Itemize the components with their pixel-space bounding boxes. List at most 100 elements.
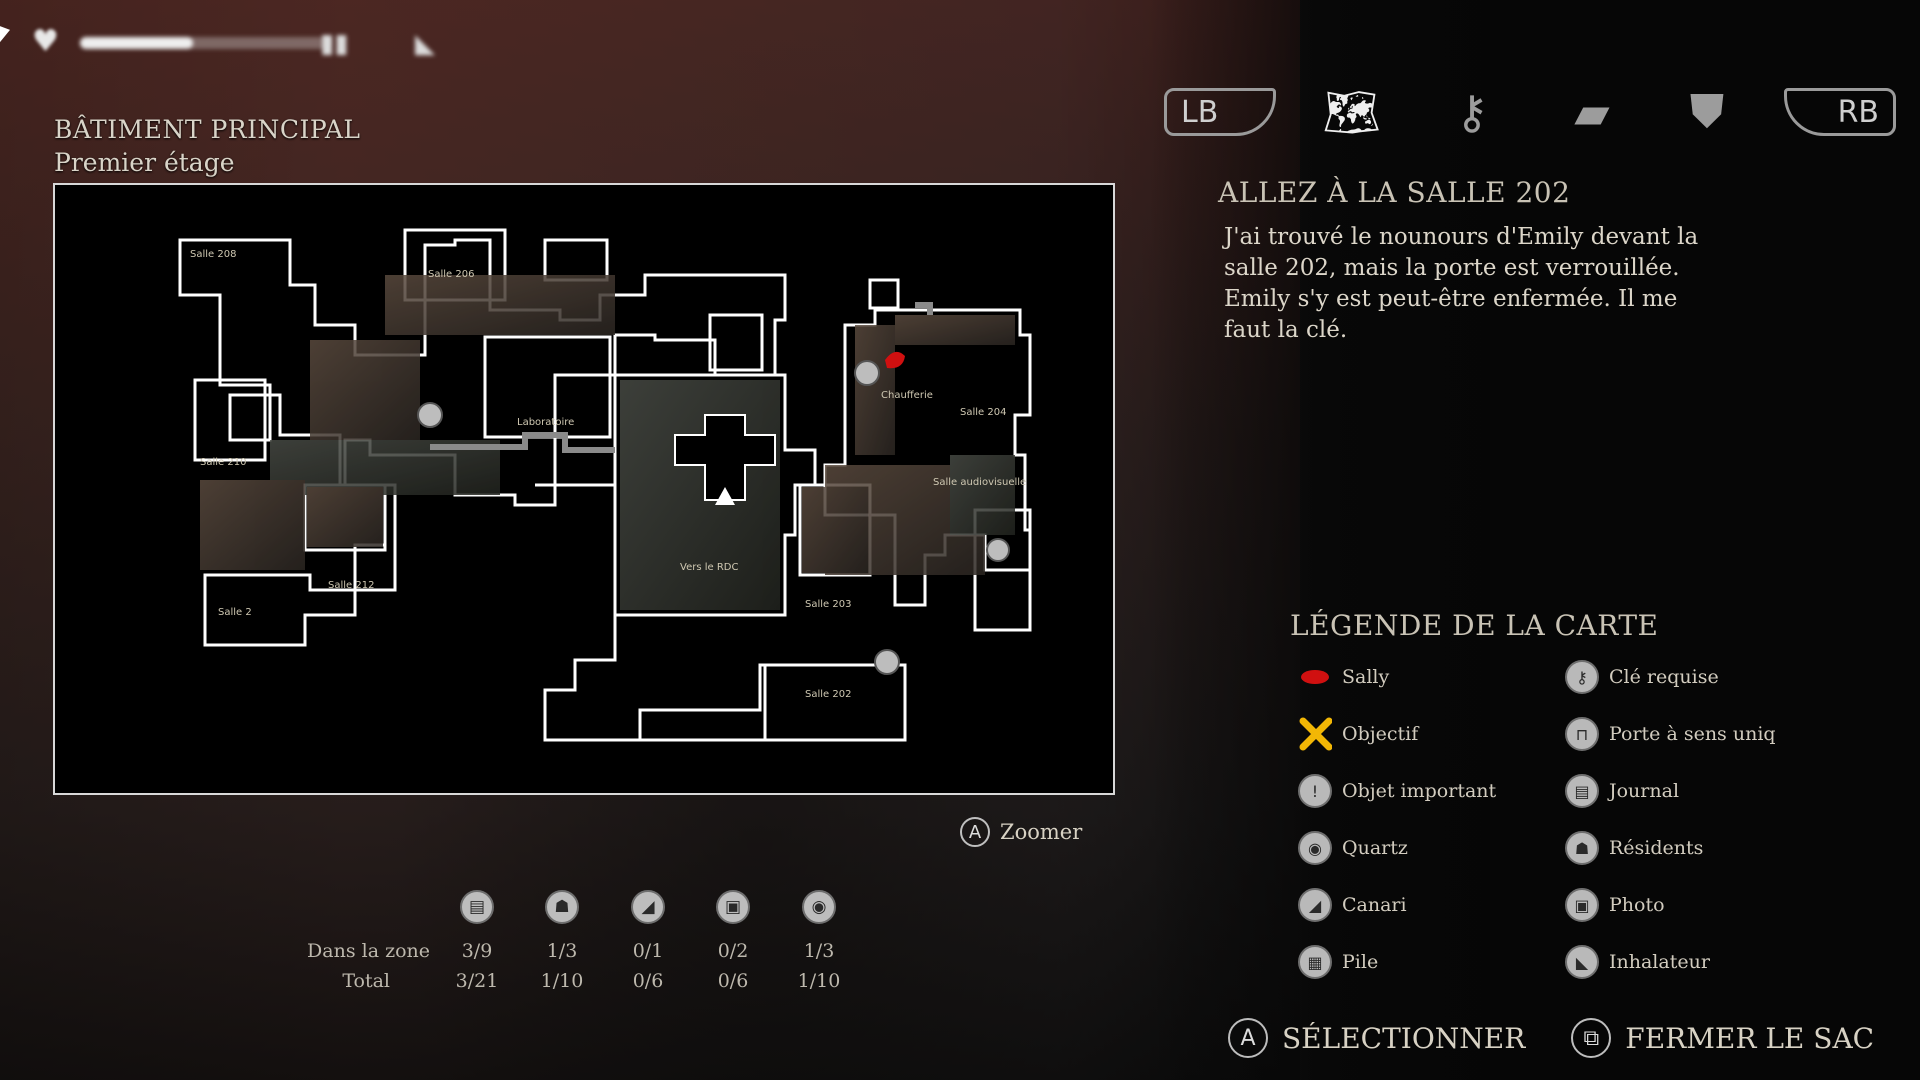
map-floor-east-corridor (950, 455, 1015, 535)
legend-item: Objectif (1298, 715, 1418, 753)
stat-value: 0/6 (632, 970, 664, 992)
sally-icon (1298, 660, 1332, 694)
map-one-way-door-icon (417, 402, 443, 428)
resident-icon: ☗ (1565, 831, 1599, 865)
objective-x-icon (1298, 717, 1332, 751)
inhaler-icon: ◣ (1565, 945, 1599, 979)
zoom-hint[interactable]: A Zoomer (960, 815, 1082, 849)
photo-icon: ▣ (1565, 888, 1599, 922)
bottom-action-bar: A SÉLECTIONNER ⧉ FERMER LE SAC (1228, 1015, 1874, 1061)
stat-value: 0/6 (717, 970, 749, 992)
floor-map[interactable]: Salle 208 Salle 206 Salle 210 Laboratoir… (53, 183, 1115, 795)
map-room-label: Chaufferie (881, 390, 933, 401)
map-floor-northeast (895, 315, 1015, 345)
legend-item: ⚷ Clé requise (1565, 658, 1719, 696)
map-room-label: Salle 204 (960, 407, 1006, 418)
stat-value: 1/3 (546, 940, 578, 962)
close-bag-button[interactable]: FERMER LE SAC (1625, 1021, 1875, 1055)
map-room-label: Vers le RDC (680, 562, 738, 573)
map-wall-room210 (193, 378, 267, 462)
canary-icon: ◢ (1298, 888, 1332, 922)
location-title: BÂTIMENT PRINCIPAL (54, 115, 361, 144)
journal-icon: ▤ (460, 890, 494, 924)
legend-label: Porte à sens uniq (1609, 723, 1776, 745)
key-icon[interactable]: ⚷ (1455, 85, 1489, 139)
player-position-icon (715, 487, 735, 505)
legend-item: ◢ Canari (1298, 886, 1407, 924)
map-icon[interactable]: 🗺 (1322, 84, 1382, 139)
journal-icon: ▤ (1565, 774, 1599, 808)
legend-item: ◣ Inhalateur (1565, 943, 1710, 981)
map-wall-room202 (763, 663, 907, 742)
legend-label: Objet important (1342, 780, 1497, 802)
zoom-label: Zoomer (1000, 820, 1083, 844)
quartz-icon: ◉ (1298, 831, 1332, 865)
lb-button[interactable]: LB (1164, 88, 1276, 136)
battery-icon: ▦ (1298, 945, 1332, 979)
location-subtitle: Premier étage (54, 148, 235, 177)
mouse-cursor-icon (0, 26, 10, 46)
view-button-icon: ⧉ (1571, 1018, 1612, 1058)
map-stair-block (674, 414, 776, 501)
map-room-label: Salle 206 (428, 269, 474, 280)
stat-value: 3/21 (455, 970, 499, 992)
backpack-icon[interactable]: ⛊ (1689, 84, 1725, 138)
inventory-tabs: LB 🗺 ⚷ ▰ ⛊ RB (1160, 82, 1900, 142)
legend-title: LÉGENDE DE LA CARTE (1290, 609, 1659, 642)
map-path-laboratory (430, 432, 615, 453)
legend-item: ▤ Journal (1565, 772, 1679, 810)
map-floor-chaufferie (855, 325, 895, 455)
legend-label: Photo (1609, 894, 1665, 916)
resident-icon: ☗ (545, 890, 579, 924)
map-floor-center (620, 380, 780, 610)
legend-label: Inhalateur (1609, 951, 1710, 973)
one-way-door-icon: ⊓ (1565, 717, 1599, 751)
objective-description: J'ai trouvé le nounours d'Emily devant l… (1224, 224, 1699, 343)
map-room-label: Salle 203 (805, 599, 851, 610)
map-room-label: Salle 210 (200, 457, 246, 468)
legend-item: ◉ Quartz (1298, 829, 1408, 867)
legend-item: ⊓ Porte à sens uniq (1565, 715, 1819, 753)
map-battery-icon (986, 538, 1010, 562)
map-canary-icon (854, 360, 880, 386)
legend-label: Clé requise (1609, 666, 1719, 688)
floor-map-drawing: Salle 208 Salle 206 Salle 210 Laboratoir… (178, 228, 1032, 742)
quartz-icon: ◉ (802, 890, 836, 924)
heart-icon: ♥ (32, 24, 59, 59)
stat-value: 3/9 (461, 940, 493, 962)
book-icon[interactable]: ▰ (1574, 85, 1610, 139)
stat-value: 1/10 (797, 970, 841, 992)
map-floor-room203 (802, 487, 868, 573)
background-shade (1150, 0, 1920, 1080)
map-icons (417, 360, 1010, 675)
map-room-label: Salle 202 (805, 689, 851, 700)
map-wall-ne-box (868, 278, 900, 310)
legend-item: ▦ Pile (1298, 943, 1378, 981)
map-wall-wc (708, 313, 764, 372)
map-floor-north (385, 275, 615, 335)
stat-zone-label: Dans la zone (307, 940, 430, 962)
map-wall-center (613, 373, 817, 617)
map-floor-west-hall (310, 340, 420, 440)
important-item-icon: ! (1298, 774, 1332, 808)
stat-value: 0/2 (717, 940, 749, 962)
stat-value: 0/1 (632, 940, 664, 962)
map-room-label: Salle audiovisuelle (933, 477, 1026, 488)
photo-icon: ▣ (716, 890, 750, 924)
map-room-label: Salle 2 (218, 607, 252, 618)
legend-item: ! Objet important (1298, 772, 1496, 810)
stat-total-label: Total (342, 970, 390, 992)
rb-button[interactable]: RB (1784, 88, 1896, 136)
legend-label: Résidents (1609, 837, 1704, 859)
a-button-icon: A (1228, 1018, 1268, 1058)
map-key-required-icon (874, 649, 900, 675)
select-button[interactable]: SÉLECTIONNER (1282, 1021, 1526, 1055)
legend-label: Journal (1609, 780, 1680, 802)
legend-label: Canari (1342, 894, 1407, 916)
map-wall-north-box (543, 238, 609, 282)
stat-value: 1/10 (540, 970, 584, 992)
a-button-icon: A (960, 817, 990, 847)
legend-item: ☗ Résidents (1565, 829, 1703, 867)
legend-label: Pile (1342, 951, 1379, 973)
legend-item: ▣ Photo (1565, 886, 1665, 924)
